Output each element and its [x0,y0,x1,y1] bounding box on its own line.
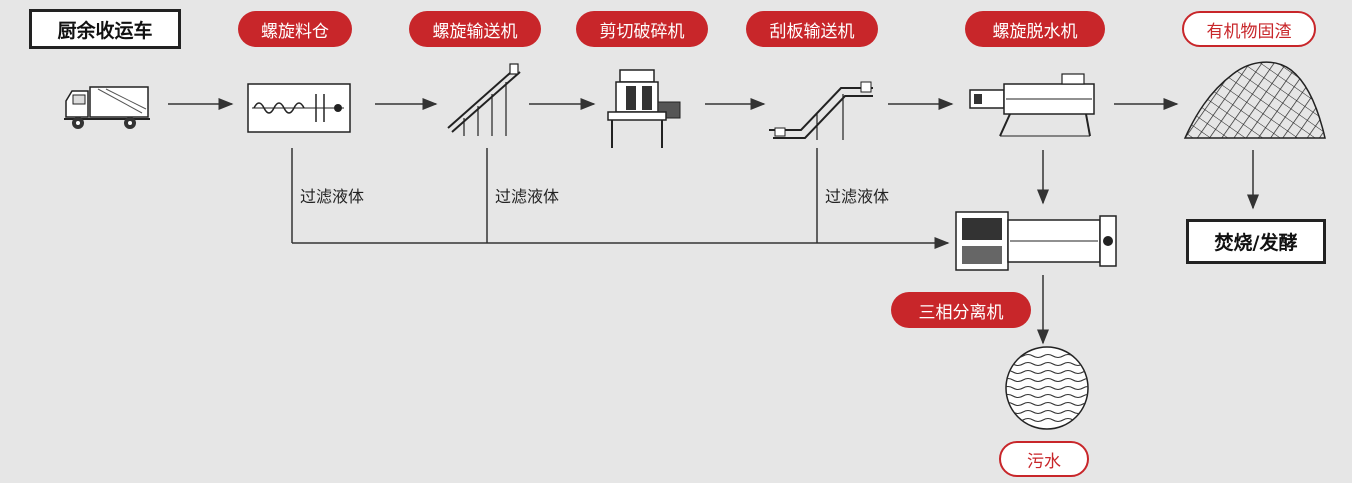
step-shredder-badge: 剪切破碎机 [576,11,708,47]
filtrate-label-3: 过滤液体 [825,187,890,206]
step-hopper-badge: 螺旋料仓 [238,11,352,47]
three-phase-separator-icon [955,211,1117,271]
residue-pile-icon [1183,61,1326,139]
shredder-icon [607,69,681,148]
screw-dewater-icon [969,73,1095,137]
step-residue-label: 有机物固渣 [1206,21,1292,42]
step-dewater-badge: 螺旋脱水机 [965,11,1105,47]
step-screw-conveyor-badge: 螺旋输送机 [409,11,541,47]
step-residue-badge: 有机物固渣 [1182,11,1316,47]
wastewater-badge: 污水 [999,441,1089,477]
step-dewater-label: 螺旋脱水机 [992,21,1078,42]
start-label: 厨余收运车 [57,19,153,42]
wastewater-label: 污水 [1027,451,1061,472]
filtrate-label-1: 过滤液体 [300,187,365,206]
filtrate-label-2: 过滤液体 [495,187,560,206]
scraper-conveyor-icon [769,81,873,140]
wastewater-icon [1005,346,1089,430]
step-hopper-label: 螺旋料仓 [261,21,329,42]
step-screw-conveyor-label: 螺旋输送机 [432,21,518,42]
separator-badge: 三相分离机 [891,292,1031,328]
end-label-box: 焚烧/发酵 [1186,219,1326,264]
step-scraper-conveyor-badge: 刮板输送机 [746,11,878,47]
spiral-hopper-icon [247,83,351,133]
end-label: 焚烧/发酵 [1214,232,1298,254]
screw-conveyor-icon [447,63,521,136]
step-scraper-conveyor-label: 刮板输送机 [769,21,855,42]
step-shredder-label: 剪切破碎机 [599,21,685,42]
truck-icon [64,86,150,129]
separator-label: 三相分离机 [918,302,1004,323]
start-label-box: 厨余收运车 [29,9,181,49]
